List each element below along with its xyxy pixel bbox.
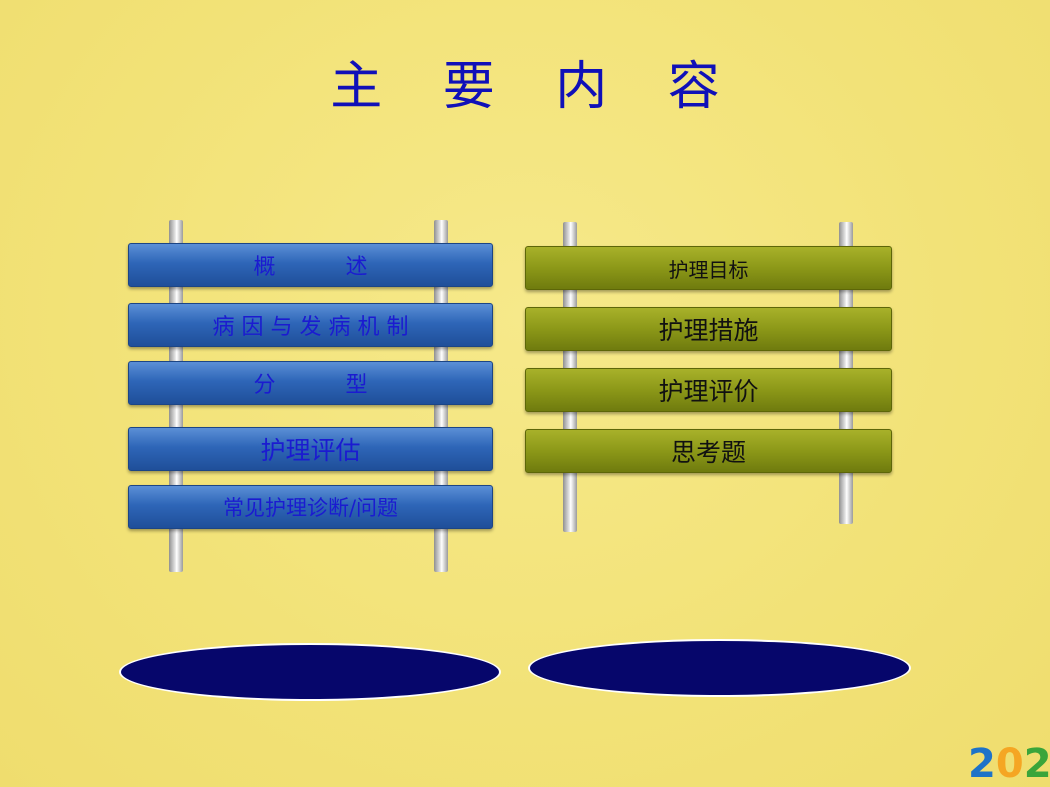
menu-item-nursing-evaluation[interactable]: 护理评价: [525, 368, 892, 412]
menu-item-label: 护理目标: [668, 257, 749, 282]
menu-item-nursing-goals[interactable]: 护理目标: [525, 246, 892, 290]
slide-title: 主 要 内 容: [330, 57, 742, 117]
logo-digit-1: 2: [968, 741, 996, 787]
menu-item-label: 常见护理诊断/问题: [222, 496, 399, 520]
menu-item-label: 概 述: [253, 255, 368, 280]
menu-item-label: 分 型: [253, 373, 368, 398]
logo-digit-2: 0: [995, 741, 1024, 787]
menu-item-label: 护理措施: [658, 316, 759, 345]
year-logo: 2 0 2 1: [968, 742, 1050, 784]
menu-item-nursing-assessment[interactable]: 护理评估: [128, 427, 493, 471]
menu-item-overview[interactable]: 概 述: [128, 243, 493, 287]
left-ground-oval: [119, 643, 501, 701]
menu-item-label: 思考题: [670, 438, 746, 467]
menu-item-nursing-diagnosis[interactable]: 常见护理诊断/问题: [128, 485, 493, 529]
logo-digit-3: 2: [1023, 741, 1050, 787]
menu-item-label: 护理评估: [260, 436, 361, 465]
menu-item-label: 病 因 与 发 病 机 制: [212, 315, 409, 340]
menu-item-classification[interactable]: 分 型: [128, 361, 493, 405]
menu-item-review-questions[interactable]: 思考题: [525, 429, 892, 473]
right-ground-oval: [528, 639, 911, 697]
menu-item-nursing-measures[interactable]: 护理措施: [525, 307, 892, 351]
menu-item-label: 护理评价: [658, 377, 759, 406]
menu-item-etiology[interactable]: 病 因 与 发 病 机 制: [128, 303, 493, 347]
